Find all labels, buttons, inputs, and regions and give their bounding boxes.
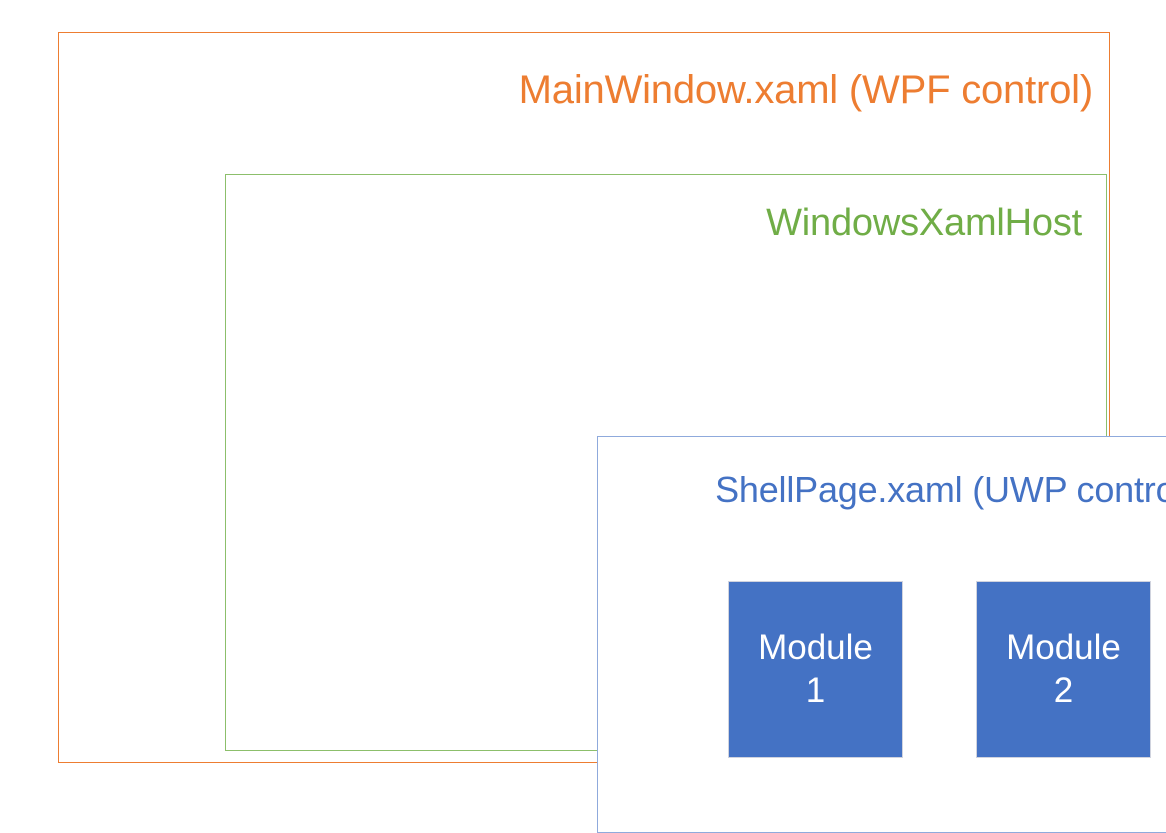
diagram-canvas: MainWindow.xaml (WPF control) WindowsXam… [58, 32, 1166, 833]
layer-windowsxamlhost: WindowsXamlHost ShellPage.xaml (UWP cont… [225, 174, 1166, 833]
module-row: Module 1 Module 2 [598, 437, 1166, 832]
module-1-title: Module [758, 627, 873, 667]
layer-mainwindow-label: MainWindow.xaml (WPF control) [518, 68, 1094, 112]
layer-shellpage-uwp: ShellPage.xaml (UWP control) Module 1 Mo… [597, 436, 1166, 833]
layer-windowsxamlhost-label: WindowsXamlHost [766, 202, 1082, 244]
module-2-number: 2 [1053, 670, 1074, 710]
layer-mainwindow-wpf: MainWindow.xaml (WPF control) WindowsXam… [58, 32, 1166, 833]
module-2-title: Module [1006, 627, 1121, 667]
module-box-1: Module 1 [728, 581, 903, 758]
module-1-number: 1 [805, 670, 826, 710]
module-box-2: Module 2 [976, 581, 1151, 758]
layer-shellpage-label: ShellPage.xaml (UWP control) [715, 469, 1166, 510]
